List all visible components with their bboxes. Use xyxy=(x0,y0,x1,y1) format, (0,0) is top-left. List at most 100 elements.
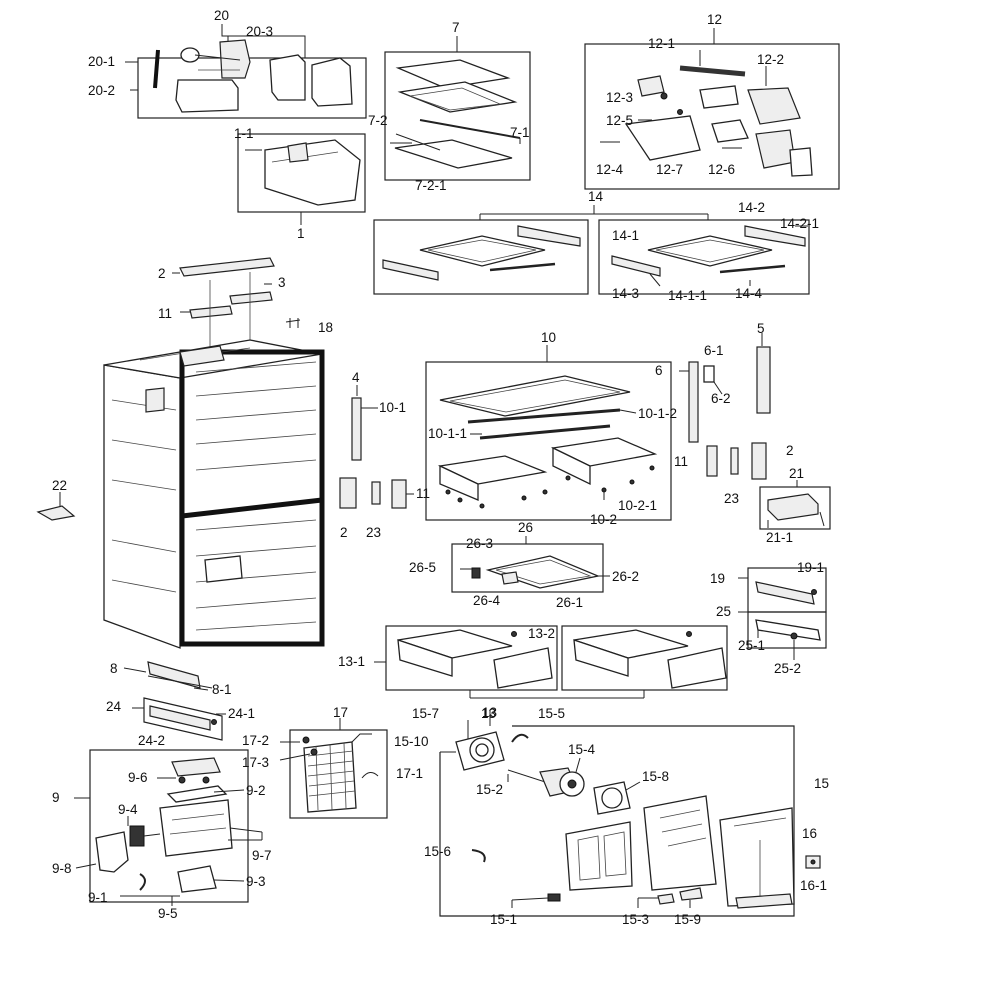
label-15-10: 15-10 xyxy=(394,734,429,749)
label-26: 26 xyxy=(518,520,533,535)
label-10-1: 10-1 xyxy=(379,400,406,415)
label-6-2: 6-2 xyxy=(711,391,731,406)
label-16-1: 16-1 xyxy=(800,878,827,893)
label-17-3: 17-3 xyxy=(242,755,269,770)
label-26-4: 26-4 xyxy=(473,593,501,608)
label-24: 24 xyxy=(106,699,122,714)
label-9-3: 9-3 xyxy=(246,874,266,889)
label-14: 14 xyxy=(588,189,604,204)
label-10-2: 10-2 xyxy=(590,512,617,527)
group-13-freezer-drawers: 13-1 13-2 13 xyxy=(338,625,728,720)
group-12-ice-maker-assembly: 12 12-1 12-2 12-3 12-5 12-4 12-7 12-6 xyxy=(584,12,840,190)
label-6: 6 xyxy=(655,363,663,378)
label-20-2: 20-2 xyxy=(88,83,115,98)
label-9-2: 9-2 xyxy=(246,783,266,798)
group-19-25-covers: 19 19-1 25 25-1 25-2 xyxy=(710,560,827,676)
label-22: 22 xyxy=(52,478,67,493)
label-12-6: 12-6 xyxy=(708,162,735,177)
label-15-9: 15-9 xyxy=(674,912,701,927)
label-9-1: 9-1 xyxy=(88,890,108,905)
group-15-fan-duct-assembly: 15-7 13 15-5 15-10 15-4 15-8 15 15-2 15-… xyxy=(394,706,829,927)
label-13-1: 13-1 xyxy=(338,654,365,669)
label-12-2: 12-2 xyxy=(757,52,784,67)
label-26-3: 26-3 xyxy=(466,536,493,551)
label-14-3: 14-3 xyxy=(612,286,639,301)
label-10-1-2: 10-1-2 xyxy=(638,406,677,421)
label-17: 17 xyxy=(333,705,348,720)
label-9-5: 9-5 xyxy=(158,906,178,921)
label-15-4: 15-4 xyxy=(568,742,596,757)
label-11-right: 11 xyxy=(674,454,688,469)
group-top-covers: 2 3 11 18 xyxy=(158,257,333,360)
label-15-7: 15-7 xyxy=(412,706,439,721)
label-12-5: 12-5 xyxy=(606,113,633,128)
label-9-8: 9-8 xyxy=(52,861,72,876)
label-14-2: 14-2 xyxy=(738,200,765,215)
label-15-6: 15-6 xyxy=(424,844,451,859)
label-1: 1 xyxy=(297,226,305,241)
label-8: 8 xyxy=(110,661,118,676)
label-17-2: 17-2 xyxy=(242,733,269,748)
label-24-2: 24-2 xyxy=(138,733,165,748)
label-17-1: 17-1 xyxy=(396,766,423,781)
label-19-1: 19-1 xyxy=(797,560,824,575)
group-26-drawer-cover: 26 26-3 26-5 26-2 26-4 26-1 xyxy=(409,520,639,610)
label-9-4: 9-4 xyxy=(118,802,138,817)
label-21: 21 xyxy=(789,466,804,481)
label-11-left: 11 xyxy=(416,486,430,501)
label-7: 7 xyxy=(452,20,460,35)
label-12-3: 12-3 xyxy=(606,90,633,105)
group-9-dispenser-assembly: 9 9-6 9-2 9-4 9-7 9-8 9-3 9-1 9-5 xyxy=(52,749,272,921)
group-side-trim: 4 10-1 2 23 11 22 xyxy=(36,370,430,540)
label-19: 19 xyxy=(710,571,725,586)
group-20-ice-bucket: 20 20-1 20-2 20-3 xyxy=(88,8,367,119)
label-8-1: 8-1 xyxy=(212,682,232,697)
refrigerator-cabinet xyxy=(103,339,325,649)
label-25: 25 xyxy=(716,604,731,619)
label-2-mid: 2 xyxy=(340,525,348,540)
label-7-1: 7-1 xyxy=(510,125,530,140)
label-15-2: 15-2 xyxy=(476,782,503,797)
label-15-5: 15-5 xyxy=(538,706,565,721)
label-3: 3 xyxy=(278,275,286,290)
label-14-1: 14-1 xyxy=(612,228,639,243)
label-9: 9 xyxy=(52,790,60,805)
label-26-5: 26-5 xyxy=(409,560,436,575)
label-20-3: 20-3 xyxy=(246,24,273,39)
label-15-1: 15-1 xyxy=(490,912,517,927)
label-12-7: 12-7 xyxy=(656,162,683,177)
label-14-4: 14-4 xyxy=(735,286,763,301)
group-7-glass-shelf: 7 7-2 7-1 7-2-1 xyxy=(368,20,531,193)
label-4: 4 xyxy=(352,370,360,385)
label-12: 12 xyxy=(707,12,722,27)
label-26-2: 26-2 xyxy=(612,569,639,584)
label-12-1: 12-1 xyxy=(648,36,675,51)
label-7-2: 7-2 xyxy=(368,113,388,128)
label-1-1: 1-1 xyxy=(234,126,254,141)
group-21-damper: 21 21-1 xyxy=(759,466,831,545)
label-10: 10 xyxy=(541,330,556,345)
label-12-4: 12-4 xyxy=(596,162,624,177)
label-20-1: 20-1 xyxy=(88,54,115,69)
group-8-24-covers: 8 8-1 24 24-1 24-2 xyxy=(106,661,255,748)
label-16: 16 xyxy=(802,826,817,841)
label-23-left: 23 xyxy=(366,525,381,540)
label-10-2-1: 10-2-1 xyxy=(618,498,657,513)
label-13-2: 13-2 xyxy=(528,626,555,641)
label-15-8: 15-8 xyxy=(642,769,669,784)
label-9-6: 9-6 xyxy=(128,770,148,785)
label-2-right: 2 xyxy=(786,443,794,458)
group-right-trim: 5 6 6-1 6-2 11 23 2 xyxy=(655,321,794,506)
label-14-1-1: 14-1-1 xyxy=(668,288,707,303)
label-15: 15 xyxy=(814,776,829,791)
label-7-2-1: 7-2-1 xyxy=(415,178,447,193)
label-26-1: 26-1 xyxy=(556,595,583,610)
label-21-1: 21-1 xyxy=(766,530,793,545)
label-25-2: 25-2 xyxy=(774,661,801,676)
label-9-7: 9-7 xyxy=(252,848,272,863)
label-18: 18 xyxy=(318,320,333,335)
label-13-fan: 13 xyxy=(481,706,496,721)
label-2-top: 2 xyxy=(158,266,166,281)
group-14-shelves: 14 14-2 14-2-1 14-1 14-3 14-1-1 14-4 xyxy=(373,189,819,303)
